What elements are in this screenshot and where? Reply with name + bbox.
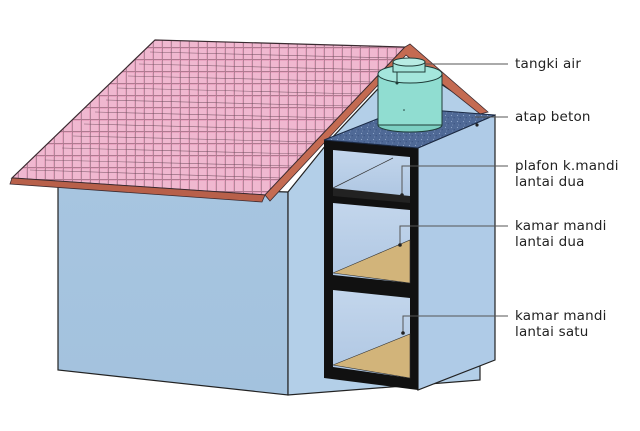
label-text-line-1: plafon k.mandi — [515, 158, 619, 174]
label-kamar-mandi-lantai-dua: kamar mandi lantai dua — [515, 218, 607, 250]
roof-fascia — [9, 177, 266, 203]
tower-front-frame — [324, 140, 418, 390]
water-tank — [377, 57, 443, 133]
tower-side-face — [417, 114, 496, 391]
label-tangki-air: tangki air — [515, 56, 581, 72]
label-atap-beton: atap beton — [515, 109, 591, 125]
leader-dots — [398, 123, 479, 335]
label-text-line-2: lantai dua — [515, 234, 585, 250]
house-front-wall — [57, 184, 289, 396]
roof-tiles — [10, 39, 407, 196]
roof-barge-board — [264, 43, 489, 202]
label-text-line-2: lantai satu — [515, 324, 589, 340]
label-text: tangki air — [515, 56, 582, 72]
label-text-line-2: lantai dua — [515, 174, 585, 190]
leader-lines — [399, 63, 508, 332]
label-text-line-1: kamar mandi — [515, 308, 607, 324]
label-plafon-kmandi-lantai-dua: plafon k.mandi lantai dua — [515, 158, 619, 190]
label-text-line-1: kamar mandi — [515, 218, 607, 234]
label-kamar-mandi-lantai-satu: kamar mandi lantai satu — [515, 308, 607, 340]
label-text: atap beton — [515, 109, 591, 125]
